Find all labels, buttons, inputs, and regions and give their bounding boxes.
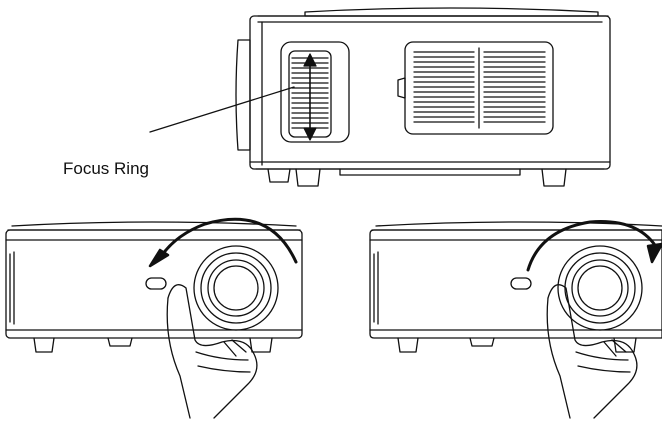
hand-right: [546, 284, 638, 419]
focus-ring-label: Focus Ring: [63, 159, 149, 178]
foot-mid: [295, 168, 321, 187]
vent-grille: [397, 41, 554, 135]
projector-front-left: [5, 221, 303, 353]
foot-right: [541, 168, 567, 187]
curved-arrow-icon-right: [526, 220, 662, 272]
projector-front-right: [369, 221, 662, 353]
lens-left: [193, 245, 279, 331]
focus-ring-leader-line: [149, 86, 295, 133]
curved-arrow-icon: [148, 217, 298, 268]
hand-left: [166, 284, 258, 419]
focus-ring-window: [280, 41, 350, 143]
indicator-light: [145, 277, 167, 290]
double-vertical-arrow-icon: [303, 53, 317, 141]
lens-right: [557, 245, 643, 331]
foot-left: [267, 168, 291, 183]
projector-side-view: [235, 7, 611, 187]
indicator-light-right: [510, 277, 532, 290]
